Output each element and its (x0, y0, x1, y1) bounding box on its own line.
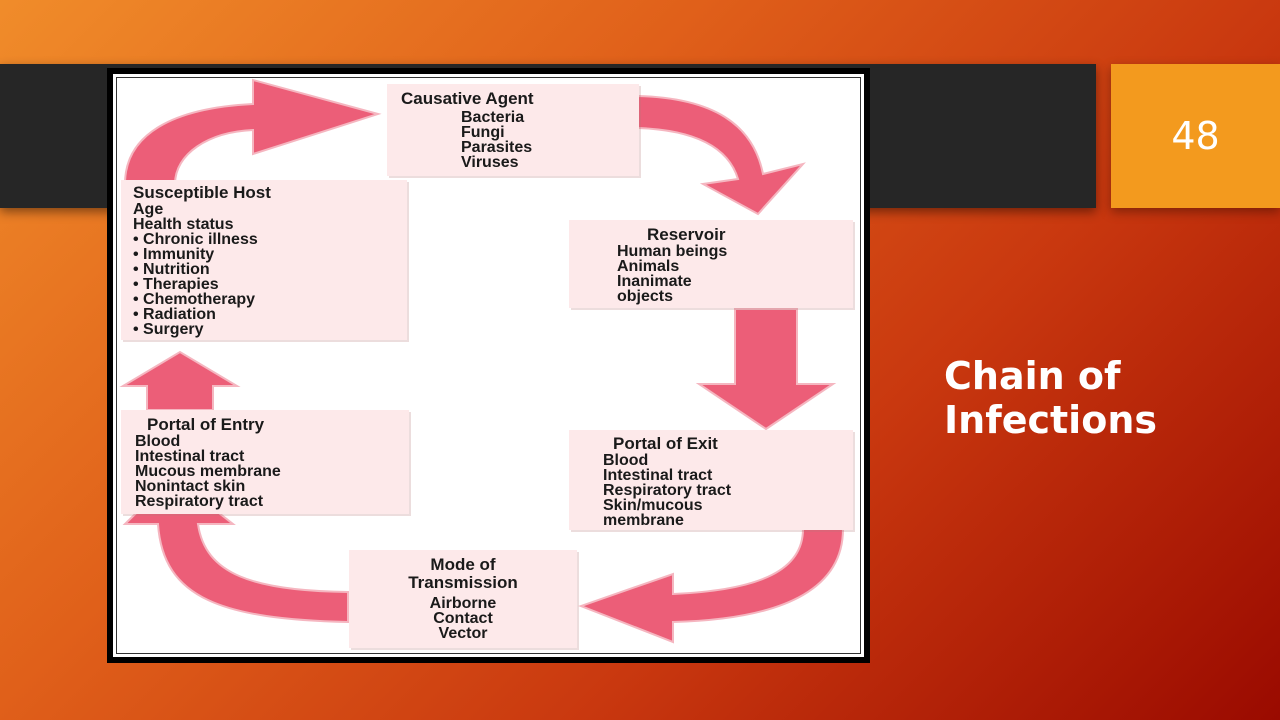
portal-of-entry-item: Intestinal tract (135, 448, 245, 465)
susceptible-host-bullet: Therapies (133, 277, 407, 293)
mode-item: Airborne (429, 595, 497, 612)
slide-title-line-2: Infections (944, 398, 1157, 442)
mode-item: Contact (433, 610, 493, 627)
susceptible-host-item: Health status (133, 216, 234, 233)
portal-of-entry-item: Nonintact skin (135, 478, 246, 495)
portal-of-entry-box: Portal of Entry Blood Intestinal tract M… (121, 410, 409, 514)
portal-of-exit-box: Portal of Exit Blood Intestinal tract Re… (569, 430, 853, 530)
susceptible-host-bullet: Nutrition (133, 262, 407, 278)
portal-of-entry-item: Mucous membrane (135, 463, 281, 480)
causative-agent-box: Causative Agent Bacteria Fungi Parasites… (387, 84, 639, 176)
susceptible-host-box: Susceptible Host Age Health status Chron… (121, 180, 407, 340)
portal-of-entry-item: Respiratory tract (135, 493, 264, 510)
susceptible-host-bullet: Surgery (133, 322, 407, 338)
arrow-agent-to-reservoir (637, 94, 806, 216)
mode-title-line-2: Transmission (408, 573, 518, 592)
portal-of-exit-item: Respiratory tract (603, 482, 732, 499)
portal-of-entry-item: Blood (135, 433, 181, 450)
causative-agent-item: Fungi (461, 124, 505, 141)
portal-of-entry-title: Portal of Entry (147, 415, 265, 434)
chain-of-infection-diagram: Causative Agent Bacteria Fungi Parasites… (107, 68, 870, 663)
susceptible-host-item: Age (133, 201, 164, 218)
causative-agent-item: Bacteria (461, 109, 525, 126)
mode-of-transmission-box: Mode of Transmission Airborne Contact Ve… (349, 550, 577, 648)
susceptible-host-bullet: Radiation (133, 307, 407, 323)
arrow-host-to-agent (123, 78, 382, 185)
causative-agent-item: Viruses (461, 154, 519, 171)
portal-of-exit-item: Intestinal tract (603, 467, 713, 484)
arrow-reservoir-to-exit (695, 308, 837, 431)
susceptible-host-title: Susceptible Host (133, 183, 271, 202)
reservoir-item: Animals (617, 258, 680, 275)
causative-agent-title: Causative Agent (401, 89, 534, 108)
reservoir-item: Inanimate (617, 273, 692, 290)
diagram-canvas: Causative Agent Bacteria Fungi Parasites… (113, 74, 864, 657)
reservoir-box: Reservoir Human beings Animals Inanimate… (569, 220, 853, 308)
arrow-exit-to-mode (578, 528, 845, 644)
slide-title-line-1: Chain of (944, 354, 1121, 398)
mode-item: Vector (438, 625, 488, 642)
page-number-box: 48 (1111, 64, 1280, 208)
susceptible-host-bullet: Immunity (133, 247, 407, 263)
reservoir-title: Reservoir (647, 225, 726, 244)
portal-of-exit-item: Blood (603, 452, 649, 469)
page-number: 48 (1171, 114, 1220, 158)
portal-of-exit-item: membrane (603, 512, 684, 529)
reservoir-item: Human beings (617, 243, 728, 260)
reservoir-item: objects (617, 288, 674, 305)
susceptible-host-bullet: Chronic illness (133, 232, 407, 248)
susceptible-host-bullet: Chemotherapy (133, 292, 407, 308)
mode-title-line-1: Mode of (430, 555, 496, 574)
arrow-entry-to-host (119, 350, 241, 411)
slide-title: Chain of Infections (944, 354, 1264, 442)
portal-of-exit-item: Skin/mucous (603, 497, 703, 514)
causative-agent-item: Parasites (461, 139, 533, 156)
portal-of-exit-title: Portal of Exit (613, 434, 718, 453)
